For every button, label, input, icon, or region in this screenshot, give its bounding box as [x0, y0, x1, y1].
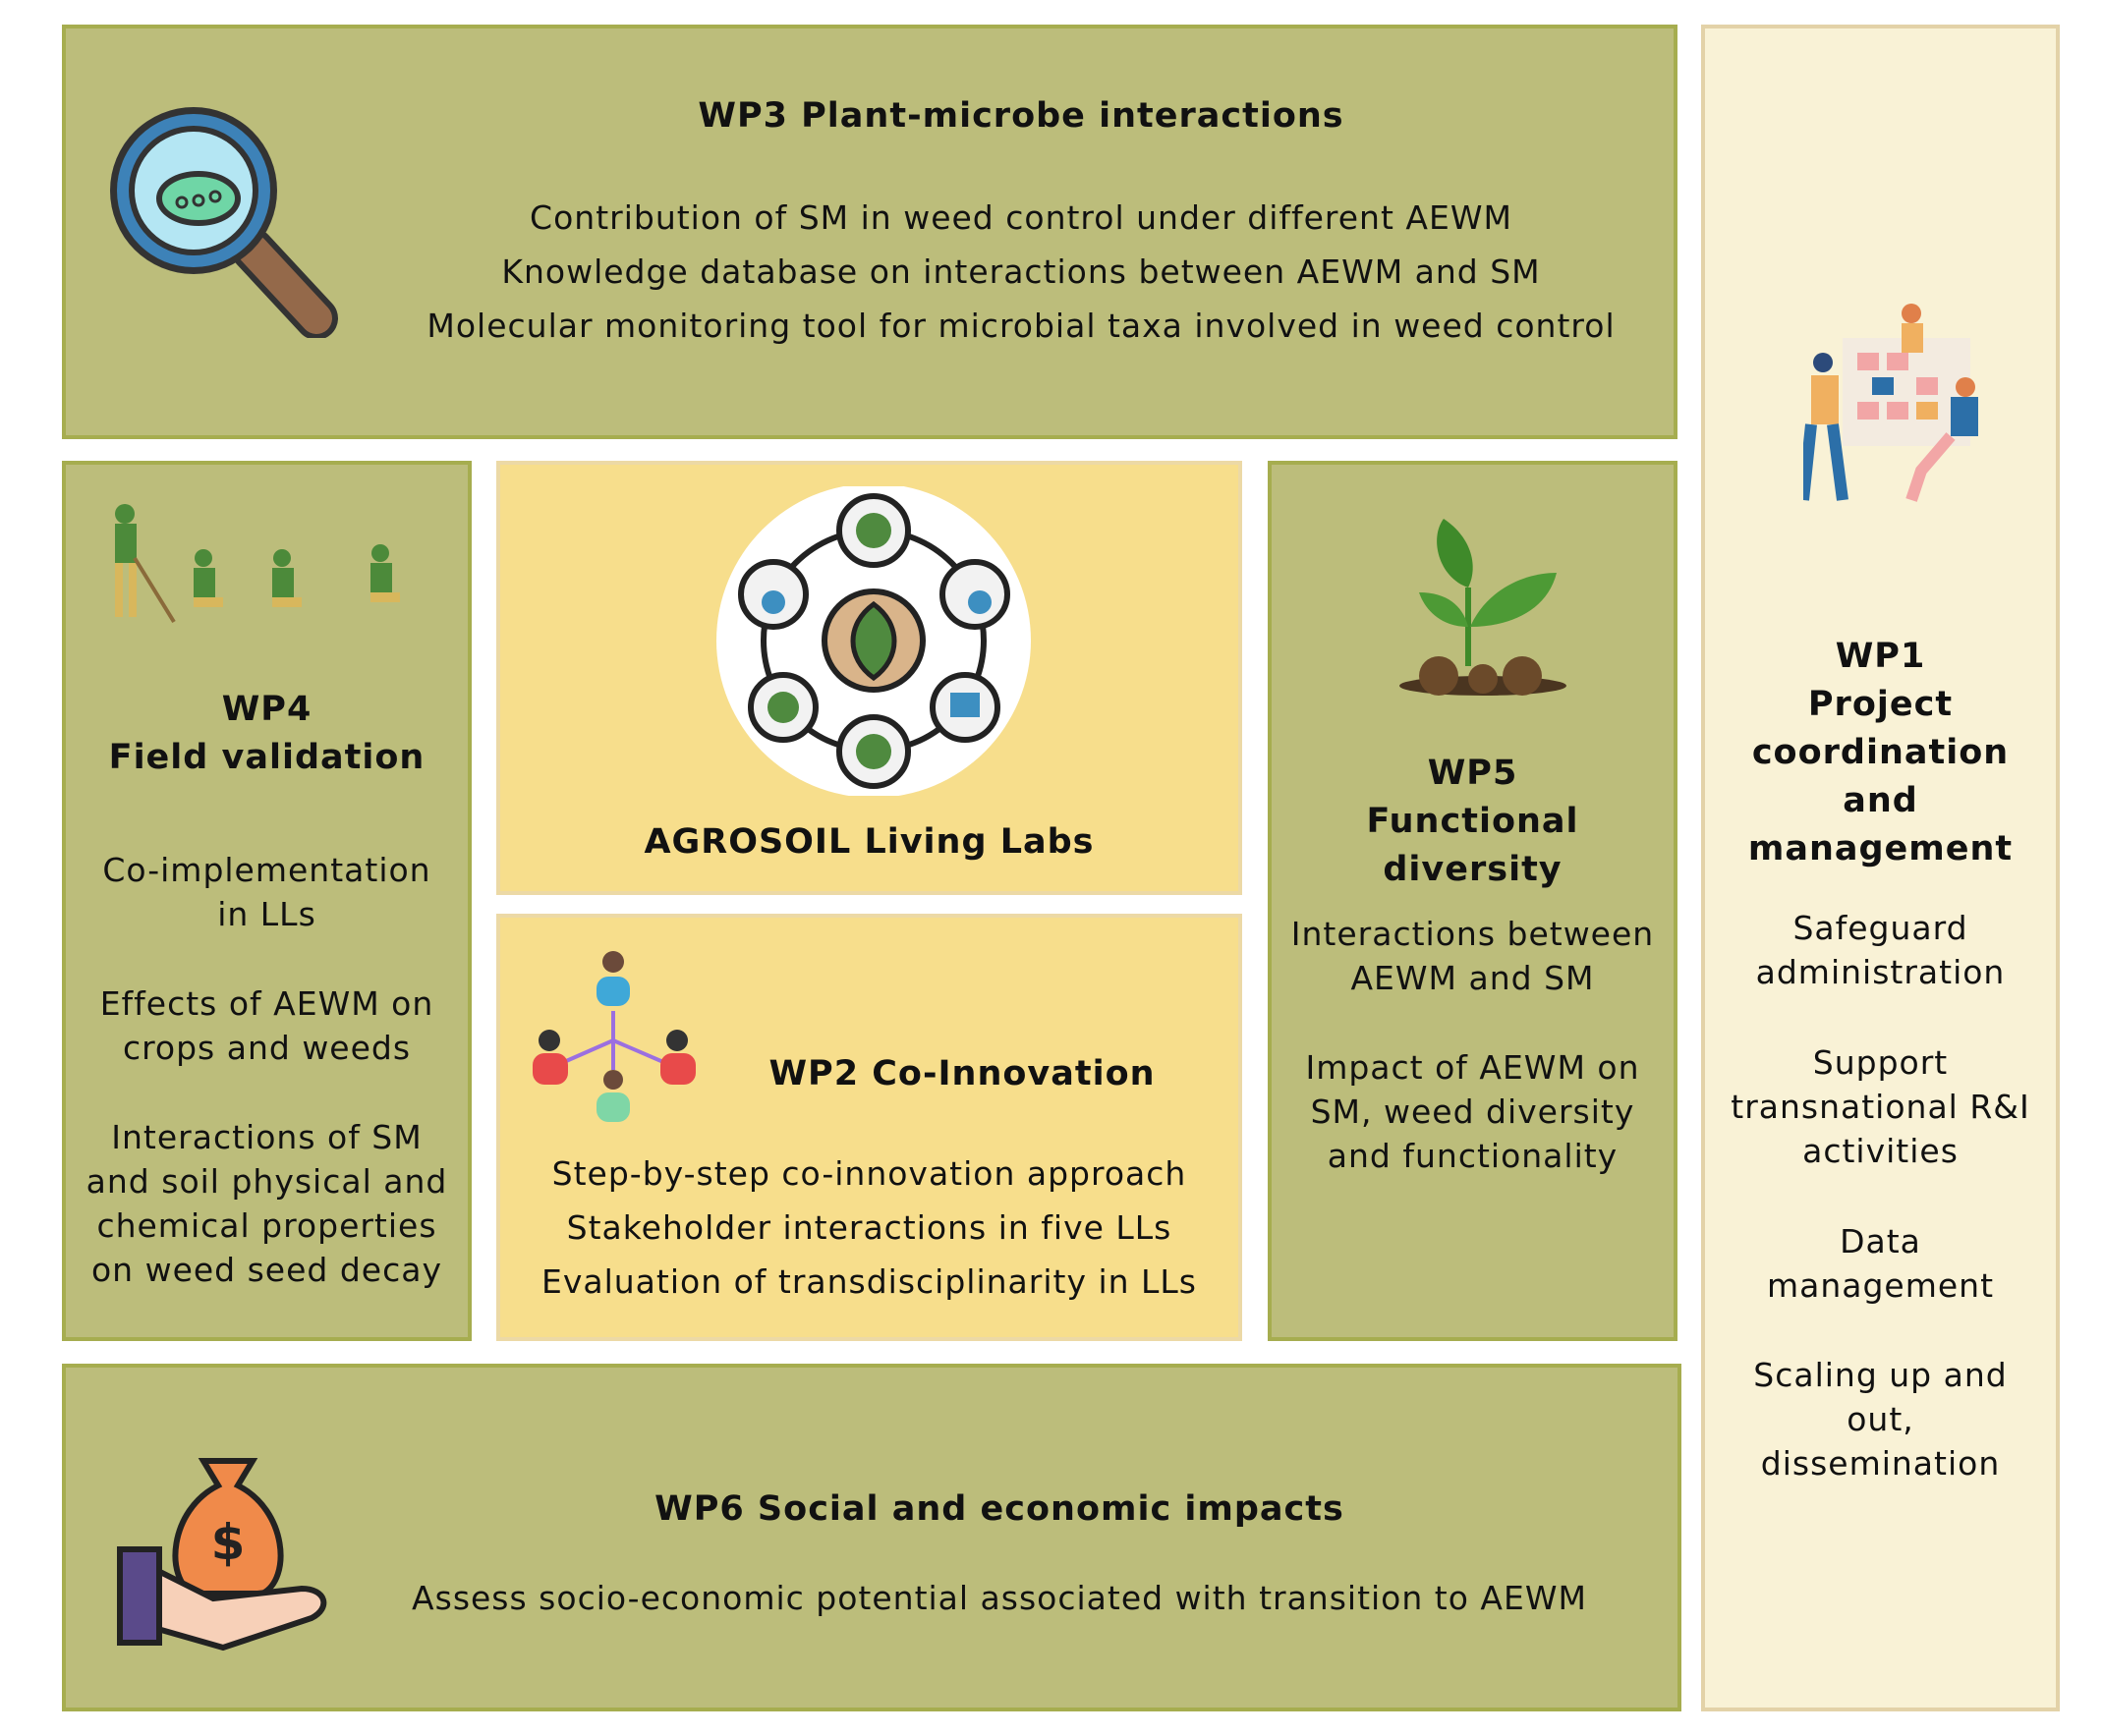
- wp6-panel: $ WP6 Social and economic impacts Assess…: [62, 1364, 1681, 1711]
- seedling-icon: [1399, 519, 1566, 696]
- wp1-item: Data management: [1766, 1222, 1995, 1305]
- planning-board-icon: [1803, 304, 1978, 502]
- wp1-title-line: coordination: [1751, 733, 2010, 772]
- wp3-item: Molecular monitoring tool for microbial …: [426, 307, 1616, 345]
- wp4-item: Effects of AEWM on crops and weeds: [99, 984, 434, 1067]
- wp2-panel: WP2 Co-Innovation Step-by-step co-innova…: [496, 914, 1242, 1341]
- stakeholder-network-icon: [533, 951, 696, 1122]
- wp2-title: WP2 Co-Innovation: [768, 1054, 1156, 1093]
- wp4-item: Interactions of SM and soil physical and…: [85, 1118, 448, 1289]
- wp5-title: WP5 Functional diversity: [1272, 750, 1674, 894]
- wp5-title-name: Functional diversity: [1366, 802, 1579, 889]
- wp5-panel: WP5 Functional diversity Interactions be…: [1268, 461, 1677, 1341]
- wp6-title: WP6 Social and economic impacts: [654, 1489, 1344, 1529]
- wp2-item: Step-by-step co-innovation approach: [551, 1154, 1187, 1193]
- wp4-title-number: WP4: [221, 690, 313, 729]
- wp1-item: Safeguard administration: [1755, 909, 2006, 991]
- wp3-title: WP3 Plant-microbe interactions: [698, 96, 1344, 136]
- magnifier-microbe-icon: [110, 107, 338, 338]
- wp2-items: Step-by-step co-innovation approach Stak…: [500, 1147, 1238, 1309]
- wp1-panel: WP1 Project coordination and management …: [1701, 25, 2060, 1711]
- wp1-title-line: WP1: [1835, 637, 1926, 676]
- wp4-title-name: Field validation: [108, 738, 426, 777]
- wp5-item: Impact of AEWM on SM, weed diversity and…: [1305, 1048, 1640, 1175]
- wp2-item: Stakeholder interactions in five LLs: [566, 1208, 1172, 1247]
- wp1-item: Scaling up and out, dissemination: [1753, 1356, 2008, 1483]
- money-bag-hand-icon: $: [117, 1458, 327, 1652]
- wp3-item: Knowledge database on interactions betwe…: [501, 252, 1541, 291]
- wp1-item: Support transnational R&I activities: [1731, 1043, 2030, 1170]
- wp5-title-number: WP5: [1427, 754, 1518, 793]
- wp5-item: Interactions between AEWM and SM: [1290, 915, 1655, 997]
- living-labs-title: AGROSOIL Living Labs: [644, 822, 1095, 862]
- wp3-panel: WP3 Plant-microbe interactions Contribut…: [62, 25, 1677, 439]
- living-labs-panel: AGROSOIL Living Labs: [496, 461, 1242, 895]
- wp1-title-line: and: [1843, 781, 1918, 820]
- wp1-title-line: management: [1747, 829, 2014, 868]
- wp2-item: Evaluation of transdisciplinarity in LLs: [540, 1262, 1198, 1301]
- wp1-title-line: Project: [1807, 685, 1954, 724]
- wp4-title: WP4 Field validation: [66, 686, 468, 782]
- wp4-item: Co-implementation in LLs: [102, 851, 431, 933]
- wp1-title: WP1 Project coordination and management: [1705, 633, 2056, 873]
- field-workers-icon: [115, 504, 400, 624]
- wp3-items: Contribution of SM in weed control under…: [361, 191, 1681, 353]
- living-labs-logo: [716, 486, 1031, 796]
- wp6-item: Assess socio-economic potential associat…: [412, 1579, 1587, 1617]
- wp3-item: Contribution of SM in weed control under…: [530, 198, 1512, 237]
- wp4-panel: WP4 Field validation Co-implementation i…: [62, 461, 472, 1341]
- svg-text:$: $: [211, 1514, 246, 1571]
